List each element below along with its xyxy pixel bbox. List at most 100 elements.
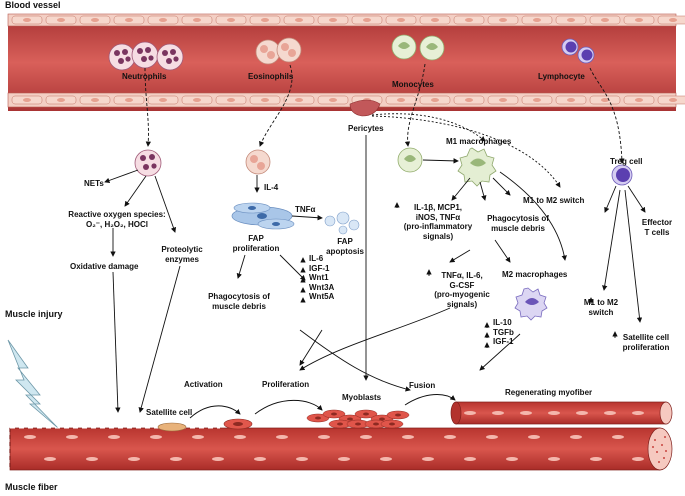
wall-cell-nucleus: [329, 98, 337, 102]
wall-cell-nucleus: [57, 18, 65, 22]
fiber-nucleus: [632, 457, 644, 461]
wall-cell-nucleus: [431, 18, 439, 22]
eosinophils-label: Eosinophils: [248, 72, 294, 81]
myoblast-nucleus: [315, 416, 321, 420]
fiber-nucleus: [612, 435, 624, 439]
m1-signals-label: IL-1β, MCP1, iNOS, TNFα (pro-inflammator…: [398, 203, 478, 241]
wall-cell-nucleus: [601, 18, 609, 22]
wall-cell-nucleus: [397, 18, 405, 22]
fiber-nucleus: [150, 435, 162, 439]
lymphocyte-label: Lymphocyte: [538, 72, 585, 81]
regen-nucleus: [576, 411, 588, 415]
myoblast-nucleus: [363, 412, 369, 416]
treg-m1m2-label: M1 to M2 switch: [576, 298, 626, 317]
fap-prolif-line-1: FAP: [248, 234, 264, 243]
regenerating-myofiber-label: Regenerating myofiber: [505, 388, 593, 397]
fap-apop-line-1: FAP: [337, 237, 353, 246]
fiber-nucleus: [44, 457, 56, 461]
fiber-nucleus: [380, 457, 392, 461]
satellite-cells: [157, 418, 253, 432]
arrows: [104, 63, 646, 419]
m2-factor-igf1: IGF-1: [493, 337, 514, 346]
neutrophils-vessel: [108, 41, 184, 71]
muscle-fiber-nuclei: [24, 435, 644, 461]
proteolytic-enzymes-label: Proteolytic enzymes: [154, 245, 210, 264]
sat-prolif-line-2: proliferation: [622, 342, 670, 352]
wall-cell-nucleus: [91, 18, 99, 22]
fap-apop-line-2: apoptosis: [326, 246, 364, 256]
wall-cell-nucleus: [159, 98, 167, 102]
proliferation-label: Proliferation: [262, 380, 310, 389]
fiber-nucleus: [212, 457, 224, 461]
fusion-label: Fusion: [409, 381, 436, 390]
wall-cell-nucleus: [57, 98, 65, 102]
wall-cell-nucleus: [465, 98, 473, 102]
eos-phago-line-1: Phagocytosis of: [208, 292, 270, 301]
fiber-nucleus: [24, 435, 36, 439]
neutrophils-label: Neutrophils: [122, 72, 167, 81]
myoblast-nucleus: [389, 422, 395, 426]
regen-nucleus: [548, 411, 560, 415]
upregulation-arrows: [300, 202, 618, 348]
vessel-wall-cells: [11, 15, 685, 105]
fiber-nucleus: [234, 435, 246, 439]
fiber-nucleus: [66, 435, 78, 439]
myoblast-nucleus: [373, 422, 379, 426]
pericyte: [349, 99, 381, 117]
wall-cell-nucleus: [533, 98, 541, 102]
factor-igf1: IGF-1: [309, 263, 330, 273]
ros-line-1: Reactive oxygen species:: [68, 210, 166, 219]
activation-label: Activation: [184, 380, 223, 389]
fiber-nucleus: [548, 457, 560, 461]
wall-cell-nucleus: [23, 98, 31, 102]
pro-myo-line-1: TNFα, IL-6,: [441, 271, 483, 280]
wall-cell-nucleus: [465, 18, 473, 22]
wall-cell-nucleus: [567, 98, 575, 102]
treg-cell: [611, 164, 633, 186]
monocyte-cell: [397, 147, 423, 173]
fiber-nucleus: [108, 435, 120, 439]
fiber-nucleus: [444, 435, 456, 439]
ros-label: Reactive oxygen species: O₂⁻, H₂O₂, HOCl: [58, 210, 176, 229]
myoblast-nucleus: [347, 417, 353, 421]
myoblast-nucleus: [379, 417, 385, 421]
muscle-fiber-title: Muscle fiber: [5, 482, 58, 492]
fiber-nucleus: [528, 435, 540, 439]
m1-signal-line-4: signals): [422, 231, 454, 241]
myoblast-nucleus: [355, 422, 361, 426]
eosinophil-cell: [245, 149, 271, 175]
injury-bolt: [7, 339, 59, 429]
wall-cell-nucleus: [295, 18, 303, 22]
factor-wnt3a: Wnt3A: [309, 282, 335, 292]
myoblast-cluster: [306, 409, 410, 429]
wall-cell-nucleus: [669, 18, 677, 22]
fiber-nucleus: [422, 457, 434, 461]
regen-nucleus: [632, 411, 644, 415]
m1-signal-line-3: (pro-inflammatory: [403, 222, 473, 231]
wall-cell-nucleus: [601, 98, 609, 102]
wall-cell-nucleus: [635, 98, 643, 102]
wall-cell-nucleus: [125, 18, 133, 22]
regen-nucleus: [520, 411, 532, 415]
regenerating-nuclei: [464, 411, 644, 415]
monocytes-label: Monocytes: [392, 80, 434, 89]
wall-cell-nucleus: [363, 18, 371, 22]
fiber-nucleus: [296, 457, 308, 461]
mono-phago-line-2: muscle debris: [491, 223, 545, 233]
il4-label: IL-4: [264, 183, 279, 192]
myoblast-nucleus: [395, 413, 401, 417]
m2-macrophage-cell: [514, 287, 548, 321]
pro-myo-line-3: (pro-myogenic: [434, 290, 490, 299]
ros-line-2: O₂⁻, H₂O₂, HOCl: [86, 219, 148, 229]
wall-cell-nucleus: [431, 98, 439, 102]
wall-cell-nucleus: [295, 98, 303, 102]
wall-cell-nucleus: [397, 98, 405, 102]
eos-phago-line-2: muscle debris: [212, 301, 266, 311]
m2-factor-tgfb: TGFb: [493, 327, 514, 337]
fiber-nucleus: [128, 457, 140, 461]
regen-nucleus: [464, 411, 476, 415]
eos-factor-list: IL-6 IGF-1 Wnt1 Wnt3A Wnt5A: [309, 254, 334, 302]
effector-line-2: T cells: [644, 227, 670, 237]
pericytes-label: Pericytes: [348, 124, 384, 133]
